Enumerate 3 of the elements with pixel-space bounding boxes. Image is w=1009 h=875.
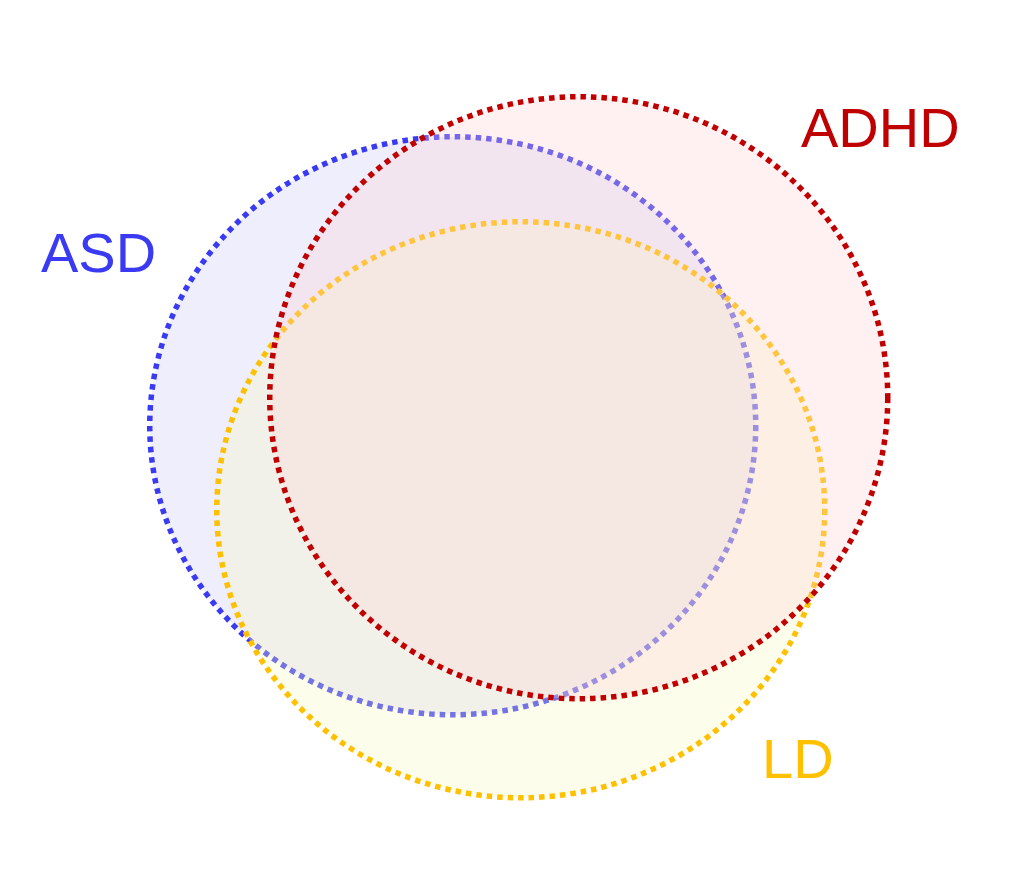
set-label: LD (762, 731, 834, 787)
set-label: ADHD (801, 100, 960, 156)
set-label: ASD (41, 225, 157, 281)
